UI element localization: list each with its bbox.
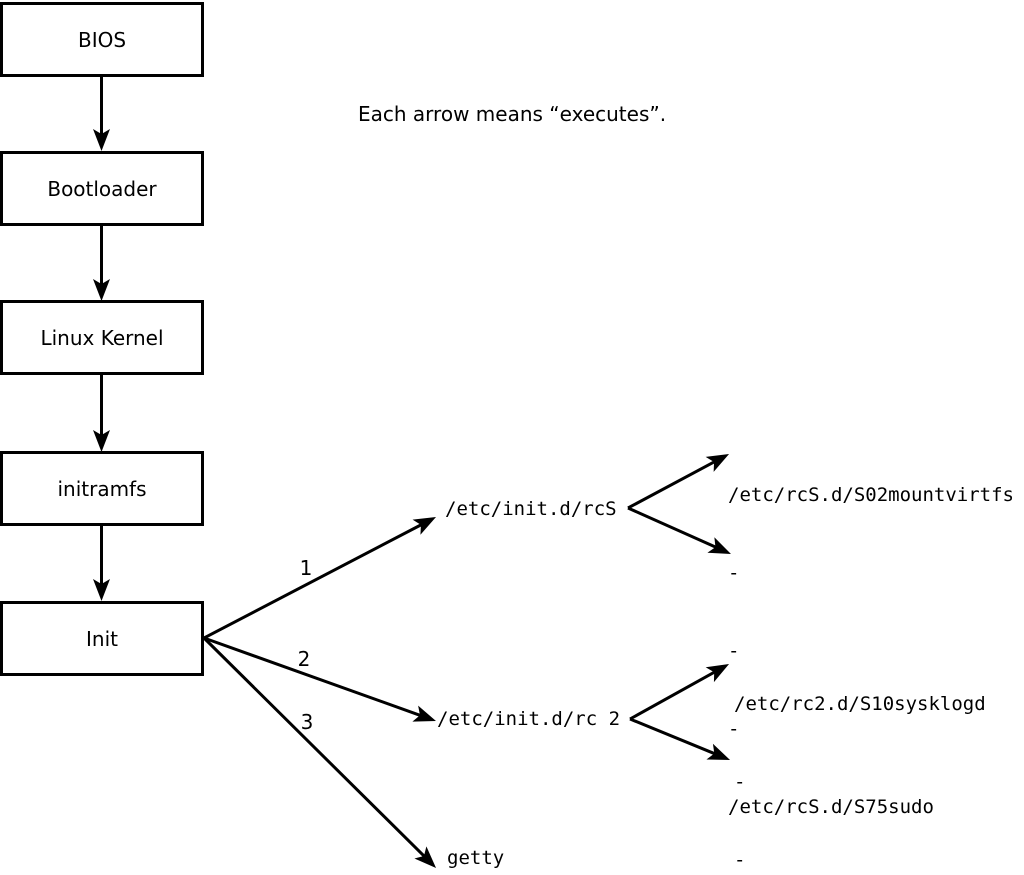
arrow-init-to-getty bbox=[202, 636, 437, 868]
branch-label-rcs: /etc/init.d/rcS bbox=[445, 498, 617, 520]
arrow-init-to-rcs bbox=[203, 517, 437, 640]
arrow-rcs-to-last bbox=[627, 506, 731, 555]
ellipsis-dash: - bbox=[734, 771, 746, 793]
arrow-number-1: 1 bbox=[299, 556, 313, 580]
node-linux-kernel: Linux Kernel bbox=[0, 300, 204, 375]
node-bios: BIOS bbox=[0, 2, 204, 77]
node-linux-kernel-label: Linux Kernel bbox=[40, 325, 164, 350]
legend-annotation: Each arrow means “executes”. bbox=[358, 102, 667, 126]
branch-label-rc2: /etc/init.d/rc 2 bbox=[437, 708, 621, 730]
arrow-rc2-to-first bbox=[629, 664, 730, 721]
rc2-target-list: /etc/rc2.d/S10sysklogd - - - /etc/rc2.d/… bbox=[734, 639, 986, 875]
rc2-target-first: /etc/rc2.d/S10sysklogd bbox=[734, 693, 986, 715]
arrow-rcs-to-first bbox=[627, 454, 730, 510]
ellipsis-dash: - bbox=[728, 640, 740, 662]
rcs-target-last: /etc/rcS.d/S75sudo bbox=[728, 796, 934, 818]
node-initramfs-label: initramfs bbox=[57, 476, 147, 501]
node-bios-label: BIOS bbox=[77, 27, 127, 52]
node-initramfs: initramfs bbox=[0, 451, 204, 526]
arrow-number-3: 3 bbox=[300, 710, 314, 734]
ellipsis-dash: - bbox=[728, 562, 740, 584]
arrow-number-2: 2 bbox=[297, 647, 311, 671]
arrow-rc2-to-last bbox=[629, 717, 731, 761]
node-init: Init bbox=[0, 601, 204, 676]
rcs-target-first: /etc/rcS.d/S02mountvirtfs bbox=[728, 484, 1014, 506]
arrow-init-to-rc2 bbox=[203, 636, 436, 722]
ellipsis-dash: - bbox=[734, 849, 746, 871]
rcs-target-list: /etc/rcS.d/S02mountvirtfs - - - /etc/rcS… bbox=[728, 430, 1014, 872]
ellipsis-dash: - bbox=[728, 718, 740, 740]
branch-label-getty: getty bbox=[447, 847, 505, 869]
node-bootloader-label: Bootloader bbox=[47, 176, 157, 201]
node-init-label: Init bbox=[86, 626, 118, 651]
node-bootloader: Bootloader bbox=[0, 151, 204, 226]
